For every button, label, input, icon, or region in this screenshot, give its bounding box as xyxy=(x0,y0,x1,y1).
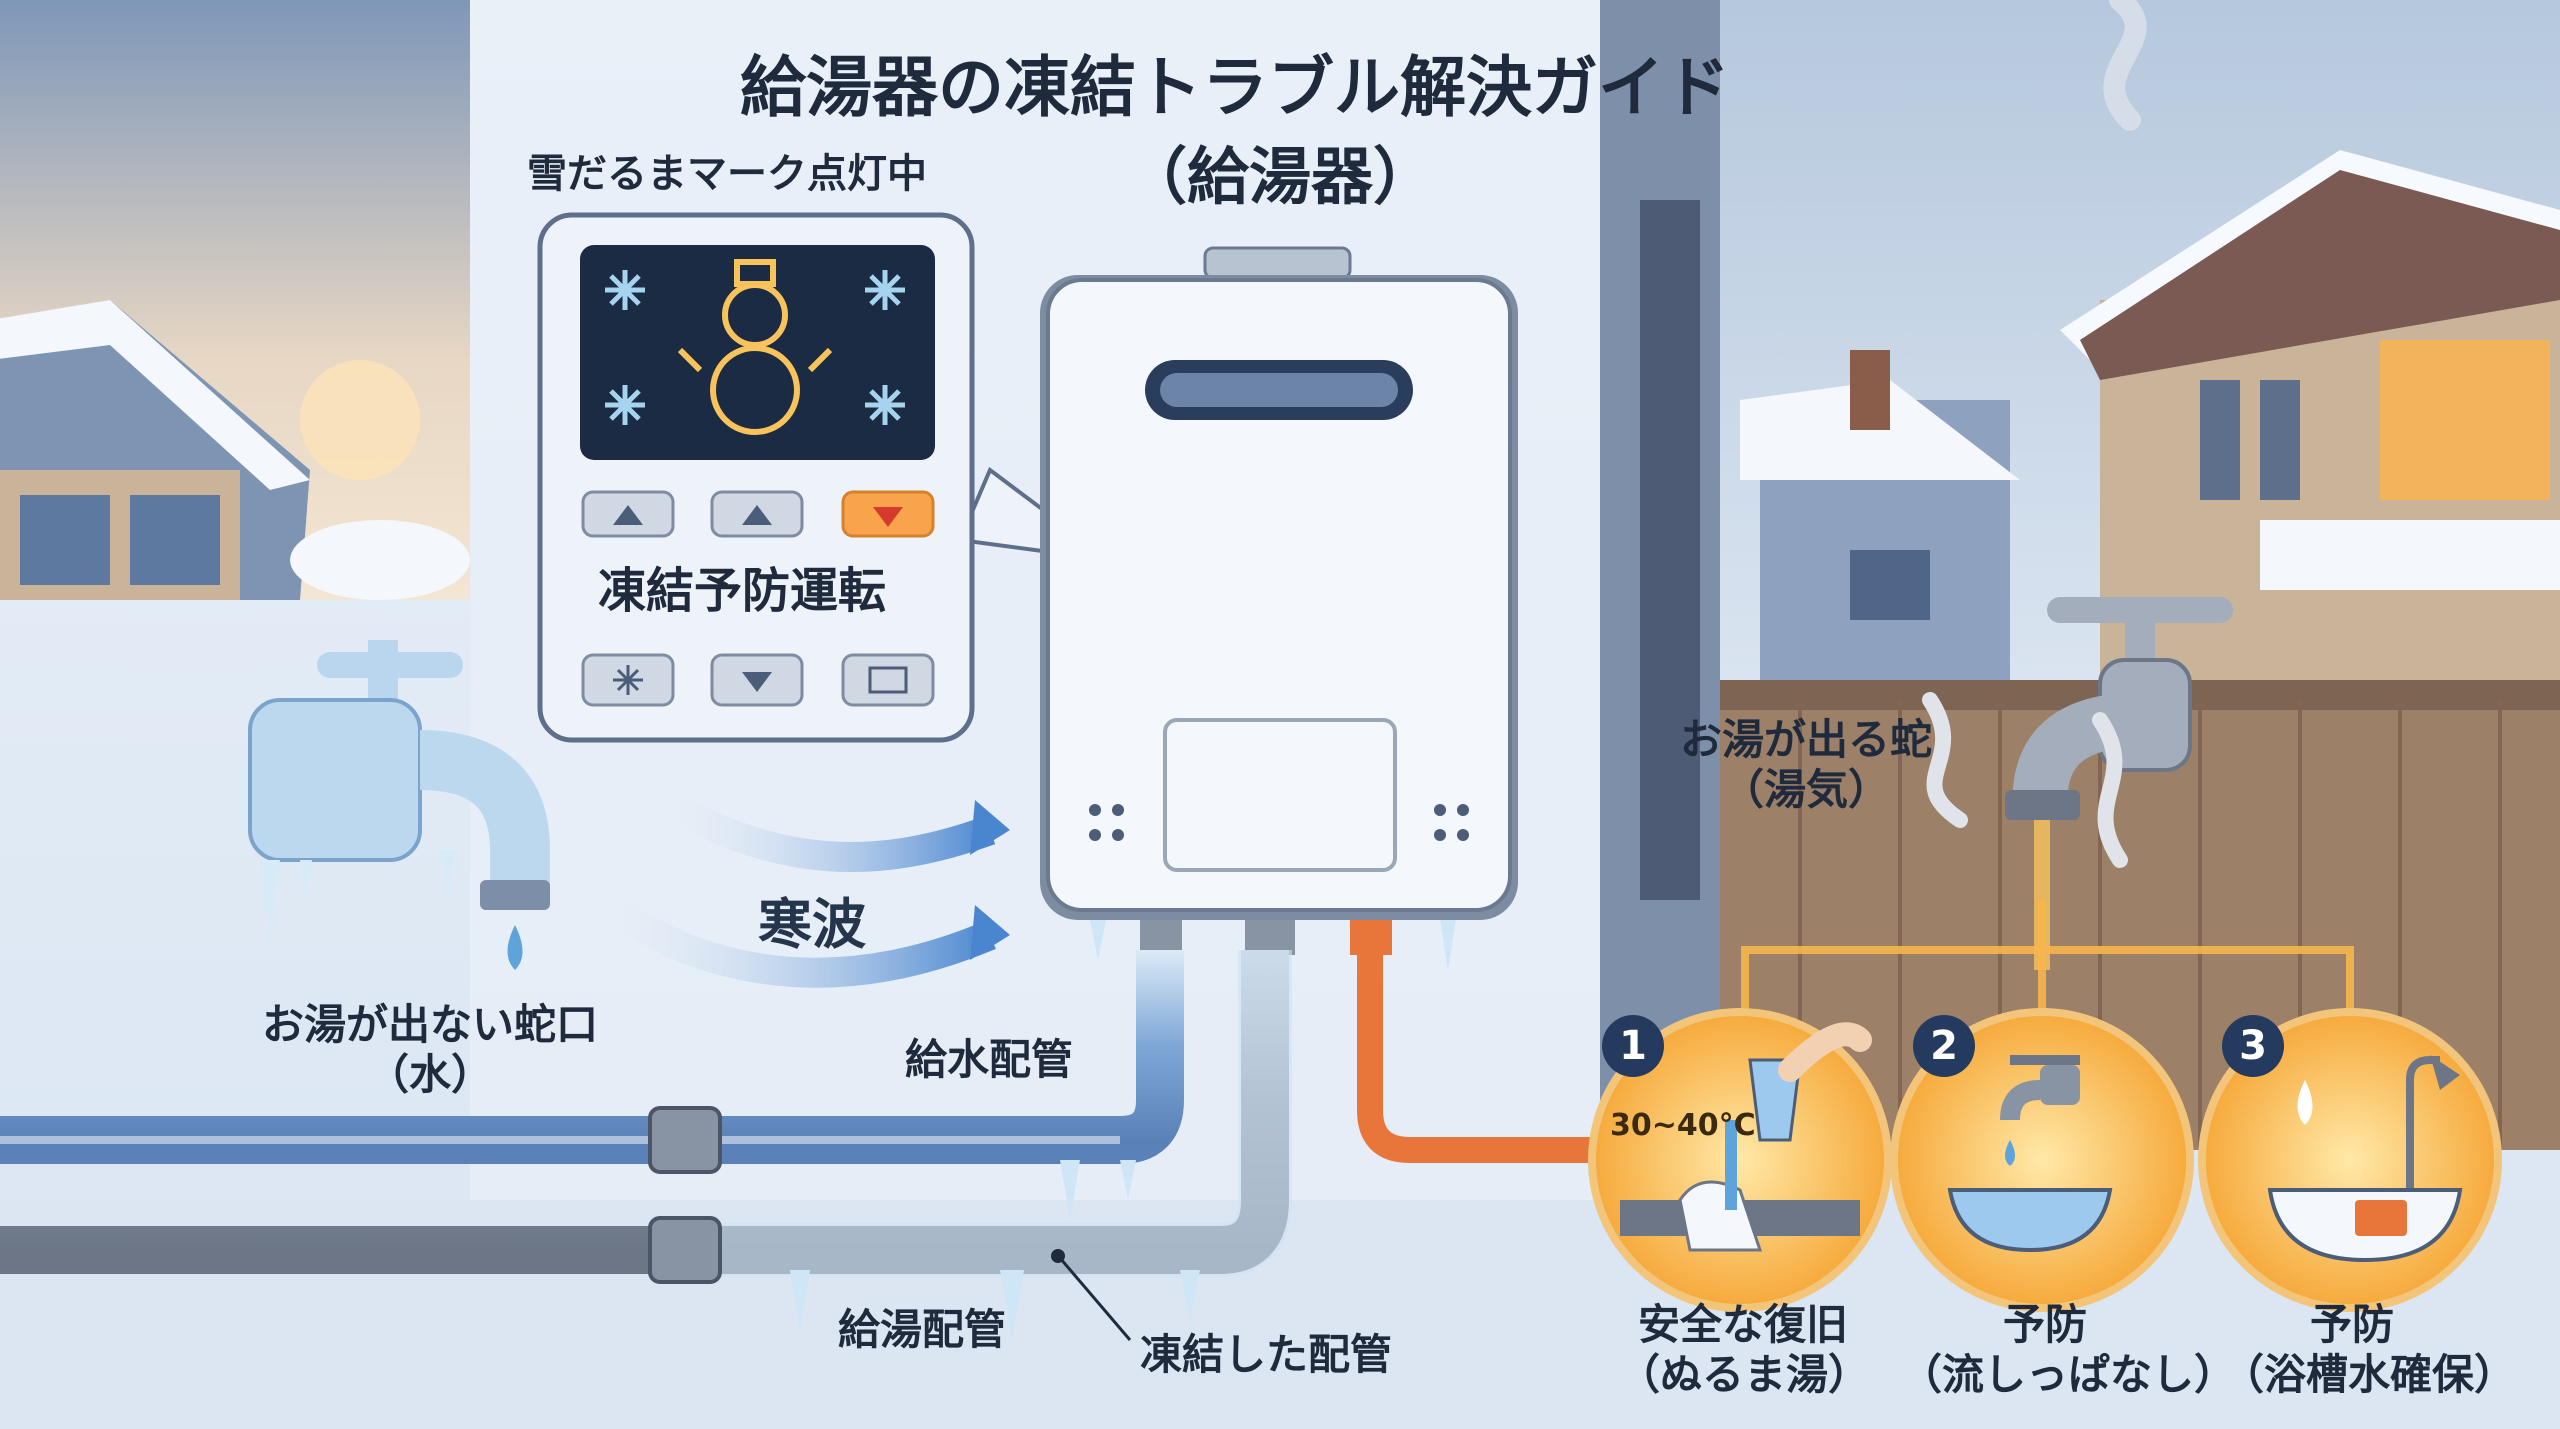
cold-wave-label: 寒波 xyxy=(758,893,866,956)
right-house-small xyxy=(1740,350,2020,680)
control-panel xyxy=(537,212,1118,743)
bath-button xyxy=(841,653,935,707)
cold-wave-arrows xyxy=(591,787,1010,988)
water-heater xyxy=(1040,246,1518,955)
hot-faucet xyxy=(1922,597,2233,970)
step-1-caption: 安全な復旧 （ぬるま湯） xyxy=(1618,1300,1871,1400)
step-circles xyxy=(1588,1008,2502,1312)
step-2-badge: 2 xyxy=(1913,1015,1975,1077)
left-house xyxy=(0,300,470,600)
panel-status-label: 雪だるまマーク点灯中 xyxy=(527,151,927,197)
hot-faucet-label: お湯が出る蛇 （湯気） xyxy=(1680,715,1933,815)
hot-pipe-label: 給湯配管 xyxy=(838,1305,1007,1354)
cold-faucet-label: お湯が出ない蛇口 （水） xyxy=(262,1000,599,1100)
step-2-caption: 予防 （流しっぱなし） xyxy=(1900,1300,2237,1400)
step-3-badge: 3 xyxy=(2222,1015,2284,1077)
page-title: 給湯器の凍結トラブル解決ガイド xyxy=(740,49,1730,126)
frozen-faucet xyxy=(248,640,550,970)
snowman-icon xyxy=(677,259,833,435)
step-3-caption: 予防 （浴槽水確保） xyxy=(2222,1300,2517,1400)
step-1-badge: 1 xyxy=(1602,1015,1664,1077)
frozen-pipe-label: 凍結した配管 xyxy=(1140,1330,1393,1379)
supply-pipe-label: 給水配管 xyxy=(905,1035,1074,1084)
step-1-temperature: 30~40°C xyxy=(1610,1108,1756,1143)
page-subtitle: （給湯器） xyxy=(1125,140,1436,213)
panel-mode-label: 凍結予防運転 xyxy=(598,563,887,619)
step-connectors xyxy=(1741,900,2354,1010)
snowflake-icon xyxy=(605,270,905,425)
pipes xyxy=(0,920,1620,1341)
